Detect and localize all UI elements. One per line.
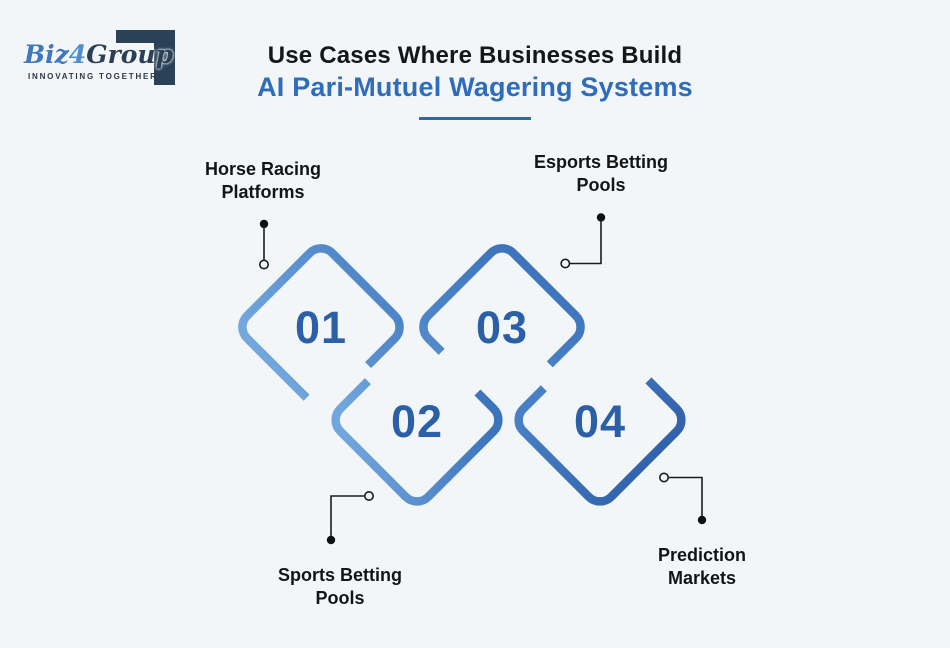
- use-case-number-02: 02: [390, 396, 444, 447]
- logo-tagline: INNOVATING TOGETHER: [28, 72, 158, 81]
- use-case-number-04: 04: [573, 396, 627, 447]
- diamond-03: [419, 244, 585, 410]
- connector-prediction-markets: [658, 472, 707, 525]
- connector-horse-racing: [258, 219, 269, 270]
- diamond-02: [331, 334, 503, 506]
- label-line: Esports Betting: [533, 152, 669, 172]
- use-case-label-horse-racing: Horse Racing Platforms: [205, 158, 321, 203]
- label-line: Pools: [576, 174, 626, 195]
- page-title-line1: Use Cases Where Businesses Build: [267, 42, 683, 69]
- connector-sports-betting: [326, 490, 374, 545]
- label-line: Horse Racing: [204, 159, 322, 179]
- logo-brand: Biz4Group: [24, 40, 173, 69]
- label-line: Pools: [315, 587, 365, 608]
- logo: Biz4Group INNOVATING TOGETHER: [20, 22, 190, 92]
- logo-brand-biz: Biz: [24, 40, 69, 69]
- label-line: Sports Betting: [278, 565, 402, 585]
- use-case-number-01: 01: [294, 302, 348, 353]
- use-case-label-prediction-markets: Prediction Markets: [658, 544, 746, 589]
- use-case-label-sports-betting: Sports Betting Pools: [278, 564, 402, 609]
- use-case-number-03: 03: [475, 302, 529, 353]
- connector-esports: [560, 213, 606, 269]
- label-line: Platforms: [221, 181, 305, 202]
- title-underline: [419, 117, 531, 120]
- page-title-line2: AI Pari-Mutuel Wagering Systems: [257, 72, 693, 102]
- use-case-label-esports: Esports Betting Pools: [534, 151, 668, 196]
- label-line: Markets: [667, 567, 737, 588]
- logo-brand-group: Group: [86, 40, 174, 69]
- diamond-04: [514, 334, 686, 506]
- logo-brand-4: 4: [68, 40, 87, 69]
- diamond-01: [238, 244, 404, 410]
- label-line: Prediction: [657, 545, 747, 565]
